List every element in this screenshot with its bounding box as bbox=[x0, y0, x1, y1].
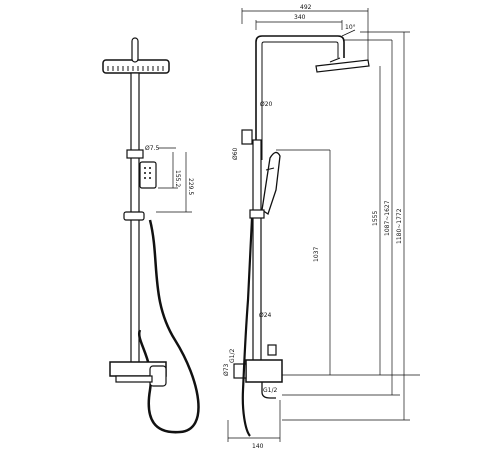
side-view: 492 340 10° Ø20 Ø60 Ø24 Ø73 G1/2 G1/2 bbox=[223, 4, 420, 450]
dim-holder-height: 229.5 bbox=[187, 178, 194, 195]
side-hose bbox=[241, 217, 254, 437]
side-bottom-dimension bbox=[227, 400, 281, 442]
dim-handle-height: 155.2 bbox=[174, 170, 181, 187]
dim-pipe-dia: Ø24 bbox=[259, 312, 272, 319]
side-upper-bracket bbox=[241, 129, 253, 145]
dim-inlet-thread-1: G1/2 bbox=[229, 349, 236, 363]
front-mixer-base bbox=[115, 375, 153, 383]
side-hand-shower bbox=[261, 151, 281, 216]
front-upper-bracket bbox=[126, 149, 144, 159]
dim-total-width: 492 bbox=[300, 4, 312, 11]
side-top-dimensions bbox=[241, 8, 369, 60]
side-arm-inner bbox=[261, 41, 339, 160]
dim-height-range-1: 1087~1627 bbox=[384, 200, 391, 236]
dim-arm-length: 340 bbox=[294, 14, 306, 21]
side-spout bbox=[261, 382, 276, 399]
front-slide-holder bbox=[123, 211, 145, 221]
front-hand-shower bbox=[139, 161, 157, 189]
dim-arm-dia: Ø20 bbox=[260, 101, 273, 108]
shower-hose bbox=[137, 219, 200, 434]
side-slide-holder bbox=[249, 209, 265, 219]
dim-inlet-size: Ø73 bbox=[223, 363, 230, 376]
dim-inlet-depth: 140 bbox=[252, 443, 264, 450]
side-height-dimensions bbox=[276, 31, 420, 421]
side-rain-head bbox=[315, 59, 370, 73]
side-mixer-body bbox=[245, 359, 283, 383]
dim-bracket-dia: Ø60 bbox=[232, 147, 239, 160]
side-mid-fitting bbox=[267, 344, 277, 356]
dim-head-dia: Ø7.5 bbox=[145, 145, 159, 152]
front-view: Ø7.5 155.2 229.5 bbox=[102, 37, 200, 434]
front-arm bbox=[131, 37, 139, 63]
dim-inlet-thread-2: G1/2 bbox=[263, 387, 277, 394]
front-dimension-lines bbox=[156, 147, 192, 213]
rain-shower-nozzles bbox=[107, 66, 164, 71]
dim-height-1555: 1555 bbox=[372, 211, 379, 226]
side-arm bbox=[255, 35, 345, 160]
dim-height-1037: 1037 bbox=[313, 247, 320, 262]
dim-height-range-2: 1180~1772 bbox=[396, 208, 403, 244]
side-riser-pipe bbox=[252, 139, 262, 363]
dim-head-angle: 10° bbox=[345, 24, 356, 31]
hand-shower-dots bbox=[144, 167, 151, 179]
